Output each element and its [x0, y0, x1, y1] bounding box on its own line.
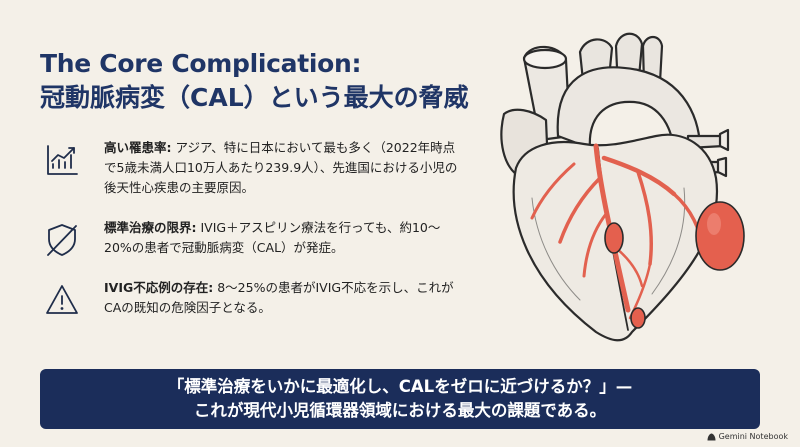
- point-label: 標準治療の限界:: [104, 220, 197, 235]
- conclusion-banner: 「標準治療をいかに最適化し、CALをゼロに近づけるか？」— これが現代小児循環器…: [40, 369, 760, 429]
- point-limitation: 標準治療の限界: IVIG＋アスピリン療法を行っても、約10〜20%の患者で冠動…: [44, 218, 464, 258]
- title-line-1: The Core Complication:: [40, 49, 362, 78]
- shield-slash-icon: [47, 224, 77, 256]
- heart-illustration: [500, 32, 745, 342]
- point-body: IVIG＋アスピリン療法を行っても、約10〜20%の患者で冠動脈病変（CAL）が…: [104, 220, 441, 255]
- page-title: The Core Complication: 冠動脈病変（CAL）という最大の脅…: [40, 48, 469, 116]
- banner-line-2: これが現代小児循環器領域における最大の課題である。: [193, 401, 607, 420]
- point-ivig-resistance: IVIG不応例の存在: 8〜25%の患者がIVIG不応を示し、これがCAの既知の…: [44, 278, 464, 318]
- point-label: 高い罹患率:: [104, 140, 172, 155]
- banner-line-1: 「標準治療をいかに最適化し、CALをゼロに近づけるか？」—: [167, 377, 633, 396]
- point-text: IVIG不応例の存在: 8〜25%の患者がIVIG不応を示し、これがCAの既知の…: [104, 278, 464, 318]
- point-body: 8〜25%の患者がIVIG不応を示し、これがCAの既知の危険因子となる。: [104, 280, 454, 315]
- point-body: アジア、特に日本において最も多く（2022年時点で5歳未満人口10万人あたり23…: [104, 140, 458, 195]
- brand-name: Gemini Notebook: [718, 432, 788, 441]
- key-points: 高い罹患率: アジア、特に日本において最も多く（2022年時点で5歳未満人口10…: [44, 138, 464, 338]
- trend-chart-icon: [47, 145, 78, 175]
- point-text: 標準治療の限界: IVIG＋アスピリン療法を行っても、約10〜20%の患者で冠動…: [104, 218, 464, 258]
- brand-watermark: Gemini Notebook: [707, 432, 788, 441]
- point-incidence: 高い罹患率: アジア、特に日本において最も多く（2022年時点で5歳未満人口10…: [44, 138, 464, 198]
- warning-icon: [46, 285, 78, 314]
- title-line-2: 冠動脈病変（CAL）という最大の脅威: [40, 83, 469, 112]
- brand-logo-icon: [707, 433, 716, 440]
- point-label: IVIG不応例の存在:: [104, 280, 214, 295]
- point-text: 高い罹患率: アジア、特に日本において最も多く（2022年時点で5歳未満人口10…: [104, 138, 464, 198]
